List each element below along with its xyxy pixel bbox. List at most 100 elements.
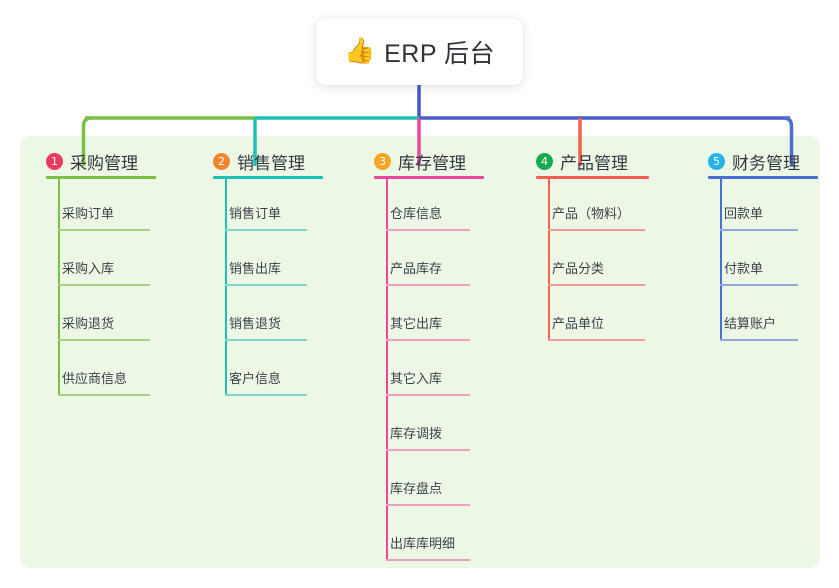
column-rule-3 (374, 176, 484, 179)
leaf-label: 采购订单 (62, 206, 115, 221)
leaf-label: 出库库明细 (390, 536, 456, 551)
leaf-rule (386, 504, 470, 506)
leaf-item[interactable]: 其它出库 (366, 286, 470, 341)
column-4: 4 产品管理产品（物料） 产品分类产品单位 (528, 146, 649, 341)
leaf-rule (58, 229, 150, 231)
leaf-rule (58, 339, 150, 341)
leaf-rule (720, 284, 798, 286)
leaf-label: 采购退货 (62, 316, 115, 331)
leaf-stem (386, 396, 388, 451)
leaf-label: 库存盘点 (390, 481, 443, 496)
leaf-stem (720, 176, 722, 231)
leaf-label: 销售退货 (229, 316, 282, 331)
leaf-item[interactable]: 出库库明细 (366, 506, 470, 561)
leaf-label: 销售出库 (229, 261, 282, 276)
leaf-stem (225, 231, 227, 286)
leaf-item[interactable]: 采购订单 (38, 176, 150, 231)
leaf-rule (386, 284, 470, 286)
column-rule-4 (536, 176, 649, 179)
leaf-stem (386, 451, 388, 506)
leaf-item[interactable]: 回款单 (700, 176, 800, 231)
column-title-1: 采购管理 (70, 153, 138, 173)
leaf-stem (548, 286, 550, 341)
leaf-item[interactable]: 销售订单 (205, 176, 307, 231)
leaf-item[interactable]: 仓库信息 (366, 176, 470, 231)
column-header-5[interactable]: 5 财务管理 (700, 146, 818, 179)
leaf-item[interactable]: 销售退货 (205, 286, 307, 341)
leaf-item[interactable]: 采购入库 (38, 231, 150, 286)
leaf-label: 仓库信息 (390, 206, 443, 221)
leaf-item[interactable]: 库存盘点 (366, 451, 470, 506)
thumbs-up-icon: 👍 (343, 37, 376, 65)
leaf-rule (225, 284, 307, 286)
leaf-stem (386, 341, 388, 396)
leaf-item[interactable]: 库存调拨 (366, 396, 470, 451)
leaf-item[interactable]: 产品分类 (528, 231, 645, 286)
leaf-rule (720, 339, 798, 341)
leaf-label: 供应商信息 (62, 371, 128, 386)
leaf-rule (386, 449, 470, 451)
leaf-item[interactable]: 产品（物料） (528, 176, 645, 231)
leaf-item[interactable]: 采购退货 (38, 286, 150, 341)
leaf-label: 产品分类 (552, 261, 605, 276)
column-badge-1: 1 (46, 152, 63, 170)
leaf-stem (386, 176, 388, 231)
column-title-2: 销售管理 (237, 153, 305, 173)
leaf-item[interactable]: 客户信息 (205, 341, 307, 396)
leaf-stem (58, 286, 60, 341)
leaf-item[interactable]: 结算账户 (700, 286, 800, 341)
leaf-label: 其它出库 (390, 316, 443, 331)
column-1: 1 采购管理采购订单采购入库采购退货供应商信息 (38, 146, 156, 396)
column-title-5: 财务管理 (732, 153, 800, 173)
column-header-2[interactable]: 2 销售管理 (205, 146, 323, 179)
leaf-stem (386, 506, 388, 561)
leaf-stem (225, 341, 227, 396)
leaf-label: 产品单位 (552, 316, 605, 331)
column-5: 5 财务管理回款单付款单结算账户 (700, 146, 818, 341)
leaf-stem (720, 231, 722, 286)
leaf-item[interactable]: 付款单 (700, 231, 800, 286)
leaf-stem (548, 231, 550, 286)
column-title-4: 产品管理 (560, 153, 628, 173)
column-header-4[interactable]: 4 产品管理 (528, 146, 649, 179)
column-badge-3: 3 (374, 152, 391, 170)
root-node[interactable]: 👍 ERP 后台 (316, 18, 523, 85)
leaf-item[interactable]: 产品库存 (366, 231, 470, 286)
leaf-rule (720, 229, 798, 231)
column-rule-1 (46, 176, 156, 179)
column-header-1[interactable]: 1 采购管理 (38, 146, 156, 179)
leaf-stem (720, 286, 722, 341)
leaf-label: 付款单 (724, 261, 764, 276)
leaf-stem (58, 341, 60, 396)
root-title: ERP 后台 (384, 39, 496, 68)
leaf-label: 采购入库 (62, 261, 115, 276)
leaf-rule (386, 229, 470, 231)
leaf-label: 产品库存 (390, 261, 443, 276)
leaf-rule (548, 339, 645, 341)
leaf-label: 产品（物料） (552, 206, 631, 221)
leaf-label: 库存调拨 (390, 426, 443, 441)
leaf-item[interactable]: 其它入库 (366, 341, 470, 396)
column-badge-5: 5 (708, 152, 725, 170)
leaf-rule (225, 339, 307, 341)
column-badge-2: 2 (213, 152, 230, 170)
leaf-label: 其它入库 (390, 371, 443, 386)
column-badge-4: 4 (536, 152, 553, 170)
leaf-stem (386, 231, 388, 286)
leaf-item[interactable]: 供应商信息 (38, 341, 150, 396)
leaf-item[interactable]: 产品单位 (528, 286, 645, 341)
diagram-panel (20, 136, 820, 568)
leaf-rule (548, 284, 645, 286)
leaf-rule (386, 559, 470, 561)
leaf-stem (548, 176, 550, 231)
leaf-rule (58, 284, 150, 286)
leaf-stem (58, 176, 60, 231)
leaf-label: 回款单 (724, 206, 764, 221)
column-2: 2 销售管理销售订单销售出库销售退货客户信息 (205, 146, 323, 396)
leaf-item[interactable]: 销售出库 (205, 231, 307, 286)
leaf-stem (386, 286, 388, 341)
leaf-rule (386, 394, 470, 396)
